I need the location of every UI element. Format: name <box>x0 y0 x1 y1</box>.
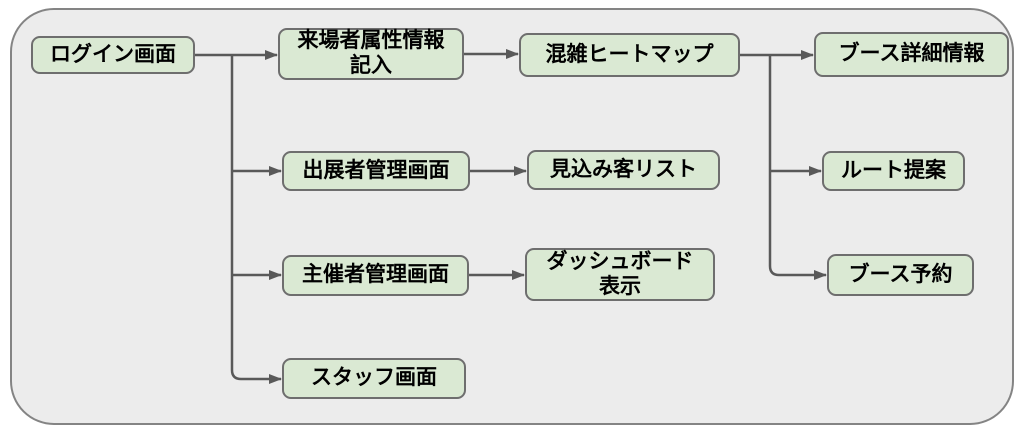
node-prospect-list: 見込み客リスト <box>527 150 720 190</box>
node-login: ログイン画面 <box>31 36 195 74</box>
node-booth-reserve: ブース予約 <box>827 254 974 296</box>
edge-login-staff <box>230 55 282 384</box>
node-route-suggest: ルート提案 <box>822 151 965 191</box>
diagram-canvas <box>10 8 1014 425</box>
node-dashboard: ダッシュボード 表示 <box>525 248 715 301</box>
node-organizer-admin: 主催者管理画面 <box>282 255 469 296</box>
node-exhibitor-admin: 出展者管理画面 <box>282 151 470 191</box>
node-booth-detail: ブース詳細情報 <box>814 32 1009 77</box>
node-staff: スタッフ画面 <box>282 358 466 399</box>
node-visitor-info: 来場者属性情報 記入 <box>278 28 464 80</box>
node-heatmap: 混雑ヒートマップ <box>519 33 740 77</box>
edge-heatmap-booth-reserve <box>768 55 827 280</box>
